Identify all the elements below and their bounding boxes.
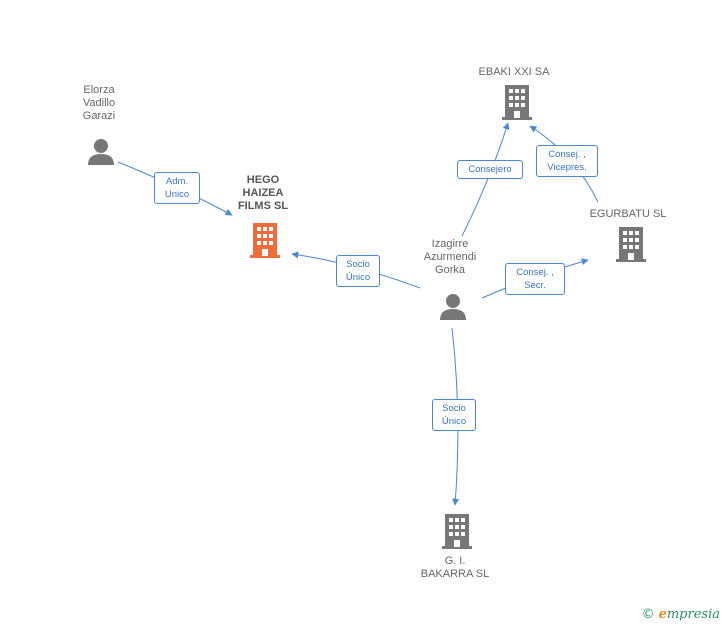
node-label-elorza[interactable]: Elorza Vadillo Garazi <box>82 84 116 122</box>
building-icon[interactable] <box>442 514 472 549</box>
edge-label-izagirre-hego: Socio Único <box>336 255 380 287</box>
brand-logo-e: e <box>658 607 667 622</box>
node-label-hego[interactable]: HEGO HAIZEA FILMS SL <box>237 174 289 212</box>
node-label-bakarra[interactable]: G. I. BAKARRA SL <box>420 555 490 580</box>
brand-logo-text: mpresia <box>666 607 720 622</box>
brand-footer: ©empresia <box>642 607 720 622</box>
edge-label-elorza-hego: Adm. Unico <box>154 172 200 204</box>
edge-label-egurbatu-ebaki: Consej. , Vicepres. <box>536 145 598 177</box>
building-icon[interactable] <box>616 227 646 262</box>
edge-label-izagirre-ebaki: Consejero <box>457 160 523 179</box>
node-label-ebaki[interactable]: EBAKI XXI SA <box>478 66 550 78</box>
edge-label-izagirre-bakarra: Socio Único <box>432 399 476 431</box>
building-icon[interactable] <box>250 223 280 258</box>
node-label-egurbatu[interactable]: EGURBATU SL <box>589 208 667 220</box>
building-icon[interactable] <box>502 85 532 120</box>
person-icon[interactable] <box>88 139 114 165</box>
edge-izagirre-to-ebaki <box>461 122 510 237</box>
edge-label-izagirre-egurbatu: Consej. , Secr. <box>505 263 565 295</box>
copyright-icon: © <box>641 607 655 622</box>
node-label-izagirre[interactable]: Izagirre Azurmendi Gorka <box>423 238 477 276</box>
person-icon[interactable] <box>440 294 466 320</box>
